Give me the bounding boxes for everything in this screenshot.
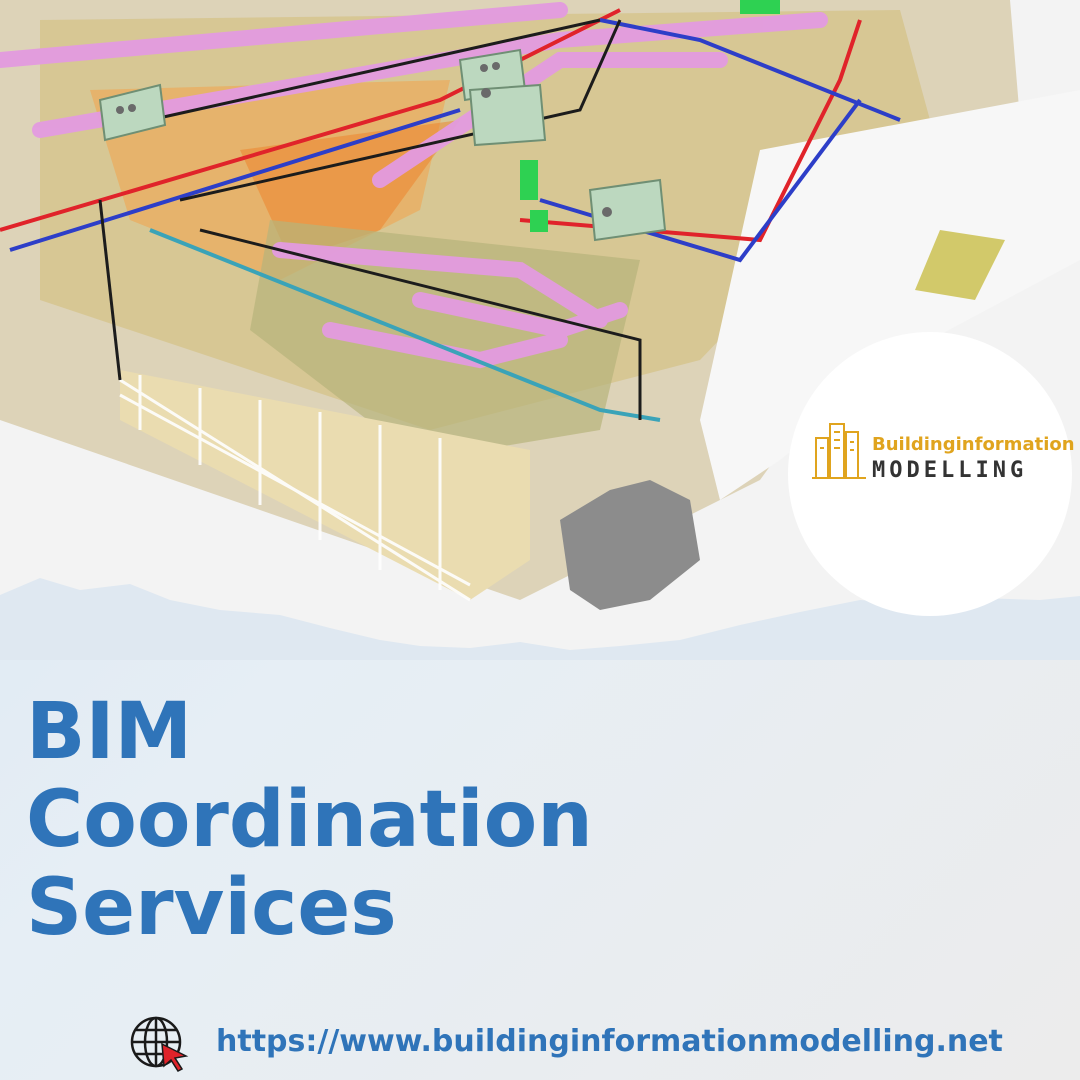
title-line-coordination: Coordination [26, 775, 593, 865]
globe-cursor-icon [130, 1016, 189, 1072]
logo-badge: Buildinginformation MODELLING [788, 332, 1075, 616]
website-link[interactable]: https://www.buildinginformationmodelling… [216, 1024, 1003, 1059]
title-line-bim: BIM [26, 687, 193, 777]
logo-text-line2: MODELLING [872, 458, 1028, 483]
building-logo-icon [812, 423, 866, 479]
title-line-services: Services [26, 863, 397, 953]
hero-bim-model-illustration [0, 0, 1080, 660]
logo-text-line1: Buildinginformation [872, 434, 1075, 455]
page-title: BIM Coordination Services [26, 688, 593, 952]
